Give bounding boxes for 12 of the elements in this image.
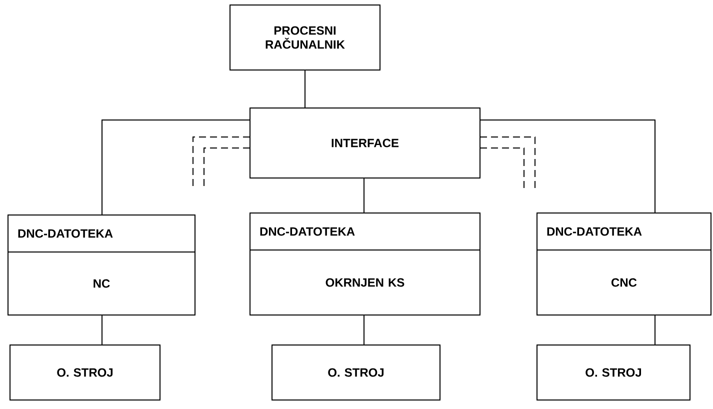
process-box: O. STROJ <box>536 344 690 400</box>
connector-line <box>480 120 656 214</box>
process-box: O. STROJ <box>272 344 440 400</box>
connector-line <box>304 70 306 108</box>
module-box: DNC-DATOTEKA OKRNJEN KS <box>250 212 480 316</box>
module-box: DNC-DATOTEKA CNC <box>536 212 712 316</box>
process-box: PROCESNI RAČUNALNIK <box>230 4 380 70</box>
connector-line <box>102 120 250 216</box>
module-box: DNC-DATOTEKA NC <box>8 214 196 316</box>
connector-line <box>654 314 656 346</box>
process-box: INTERFACE <box>250 108 480 178</box>
process-box: O. STROJ <box>10 344 160 400</box>
